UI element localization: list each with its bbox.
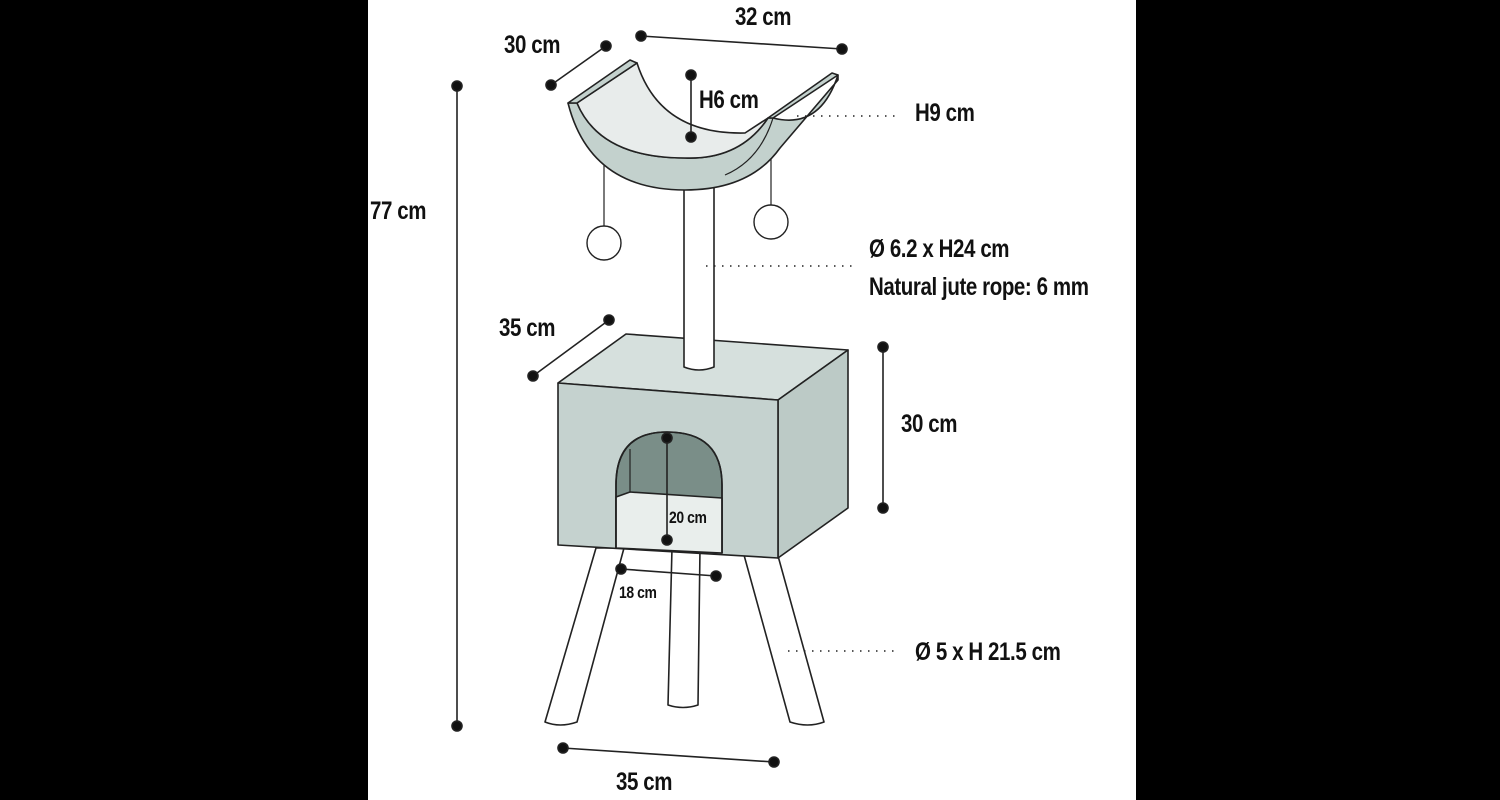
dim-house-height (877, 341, 889, 514)
hanging-ball-right (753, 204, 789, 240)
dim-total-height (451, 80, 463, 732)
scratching-post (683, 180, 715, 371)
label-entrance-width: 18 cm (619, 583, 657, 602)
cradle-left-rim (567, 59, 638, 104)
dim-house-depth (527, 314, 615, 382)
cat-tree-drawing (451, 30, 897, 768)
dim-entrance-height (661, 432, 673, 546)
label-cradle-inner-height: H6 cm (699, 86, 759, 114)
leg-front-left (544, 547, 625, 726)
hanging-ball-left (586, 225, 622, 261)
diagram-panel: 77 cm 30 cm 32 cm H6 cm H9 cm Ø 6.2 x H2… (368, 0, 1136, 800)
dim-base-width (557, 742, 780, 768)
label-leg-size: Ø 5 x H 21.5 cm (915, 638, 1061, 666)
dim-cradle-inner-height (685, 69, 697, 143)
label-post-size: Ø 6.2 x H24 cm (869, 235, 1010, 263)
legs (544, 544, 825, 726)
label-cradle-depth: 30 cm (504, 31, 561, 59)
label-entrance-height: 20 cm (669, 508, 707, 527)
label-house-height: 30 cm (901, 410, 958, 438)
leg-front-right (743, 544, 825, 726)
label-cradle-height: H9 cm (915, 99, 975, 127)
dim-entrance-width (615, 563, 722, 582)
dim-cradle-depth (545, 40, 612, 91)
dim-cradle-width (635, 30, 848, 55)
label-cradle-width: 32 cm (735, 3, 792, 31)
leg-back-middle (667, 547, 701, 709)
label-post-rope: Natural jute rope: 6 mm (869, 273, 1089, 301)
cradle-inner (576, 62, 769, 159)
cradle-right-rim (767, 72, 839, 119)
label-house-depth: 35 cm (499, 314, 556, 342)
label-base-width: 35 cm (616, 768, 673, 796)
label-total-height: 77 cm (370, 197, 427, 225)
